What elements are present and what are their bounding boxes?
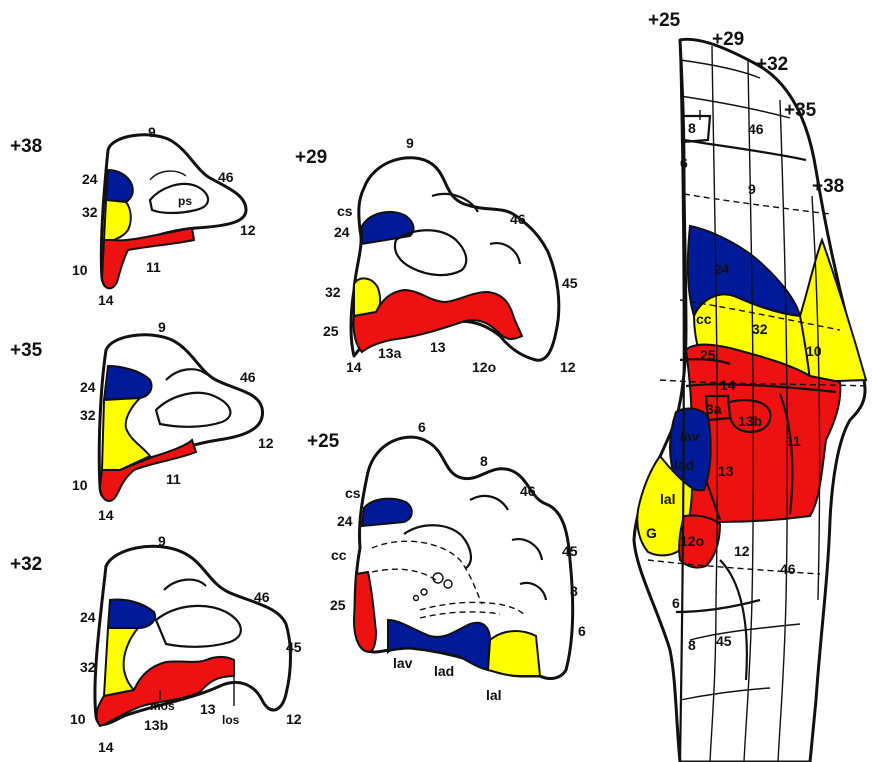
label-9: 9 [158, 533, 166, 549]
section-plus-25: +25 6 8 cs 46 24 45 cc 8 25 6 lav lad la… [307, 419, 586, 703]
level-label: +38 [10, 136, 42, 157]
label-10: 10 [70, 711, 86, 727]
label-11: 11 [166, 471, 181, 487]
label-lad: lad [434, 663, 454, 679]
level-label: +25 [307, 431, 340, 452]
label-6: 6 [672, 595, 680, 611]
level-label-29: +29 [712, 29, 744, 50]
label-45: 45 [562, 543, 578, 559]
label-13a: 13a [378, 345, 402, 361]
label-6: 6 [418, 419, 426, 435]
label-45: 45 [286, 639, 302, 655]
label-12o: 12o [680, 533, 704, 549]
label-lal: lal [660, 491, 676, 507]
label-25: 25 [330, 597, 346, 613]
level-label-25: +25 [648, 10, 681, 31]
label-45: 45 [716, 633, 732, 649]
section-plus-32: +32 9 24 46 45 32 mos 10 13b 13 los 12 1… [10, 533, 302, 755]
section-plus-29: +29 9 cs 24 46 45 32 25 14 13a 13 12o 12 [295, 135, 578, 375]
label-cs: cs [337, 203, 353, 219]
section-plus-38: +38 9 24 46 ps 32 12 10 11 14 [10, 124, 256, 308]
area-24-blue [362, 499, 412, 526]
label-10: 10 [72, 262, 88, 278]
label-32: 32 [82, 204, 98, 220]
label-lad: lad [674, 457, 694, 473]
label-9: 9 [148, 124, 156, 140]
label-12: 12 [286, 711, 302, 727]
label-13b: 13b [144, 717, 168, 733]
label-cs: cs [345, 485, 361, 501]
surface-map: +25 +29 +32 +35 +38 8 46 6 9 24 cc 32 10… [634, 10, 870, 762]
label-46: 46 [218, 169, 234, 185]
level-label-35: +35 [784, 100, 817, 121]
label-32: 32 [752, 321, 768, 337]
label-8: 8 [570, 583, 578, 599]
label-14: 14 [346, 359, 362, 375]
label-46: 46 [748, 121, 764, 137]
label-46: 46 [510, 211, 526, 227]
label-24: 24 [80, 379, 96, 395]
label-12o: 12o [472, 359, 496, 375]
label-6: 6 [680, 155, 688, 171]
label-lal: lal [486, 687, 502, 703]
label-24: 24 [337, 513, 353, 529]
level-label-38: +38 [812, 176, 844, 197]
label-8: 8 [688, 637, 696, 653]
label-25: 25 [323, 323, 339, 339]
label-24: 24 [334, 224, 350, 240]
label-los: los [222, 713, 240, 727]
label-8: 8 [688, 120, 696, 136]
label-13: 13 [200, 701, 216, 717]
label-lav: lav [393, 655, 413, 671]
label-6: 6 [578, 623, 586, 639]
label-13: 13 [430, 339, 446, 355]
label-14: 14 [98, 507, 114, 523]
label-12: 12 [734, 543, 750, 559]
label-11: 11 [786, 433, 801, 449]
label-25: 25 [700, 347, 716, 363]
label-cc: cc [696, 311, 712, 327]
label-9: 9 [158, 319, 166, 335]
label-mos: mos [150, 699, 175, 713]
label-46: 46 [780, 561, 796, 577]
label-46: 46 [240, 369, 256, 385]
label-24: 24 [714, 261, 730, 277]
label-14: 14 [720, 377, 736, 393]
label-32: 32 [80, 407, 96, 423]
label-46: 46 [520, 483, 536, 499]
level-label: +32 [10, 554, 42, 575]
label-14: 14 [98, 292, 114, 308]
label-8: 8 [480, 453, 488, 469]
label-9: 9 [748, 181, 756, 197]
label-13a: 3a [706, 401, 722, 417]
label-12: 12 [258, 435, 274, 451]
label-46: 46 [254, 589, 270, 605]
level-label-32: +32 [756, 54, 788, 75]
label-32: 32 [80, 659, 96, 675]
label-24: 24 [82, 171, 98, 187]
label-G: G [646, 525, 657, 541]
label-13b: 13b [738, 413, 762, 429]
label-32: 32 [325, 284, 341, 300]
section-plus-35: +35 9 24 46 32 12 10 11 14 [10, 319, 274, 523]
label-9: 9 [406, 135, 414, 151]
label-13: 13 [718, 463, 734, 479]
label-12: 12 [240, 222, 256, 238]
label-24: 24 [80, 609, 96, 625]
label-45: 45 [562, 275, 578, 291]
label-10: 10 [72, 477, 88, 493]
label-10: 10 [806, 343, 822, 359]
label-12: 12 [560, 359, 576, 375]
level-label: +35 [10, 340, 43, 361]
label-ps: ps [178, 194, 192, 208]
label-14: 14 [98, 739, 114, 755]
area-lal-yellow [488, 631, 540, 676]
level-label: +29 [295, 147, 327, 168]
label-11: 11 [146, 259, 161, 275]
label-cc: cc [331, 547, 347, 563]
label-lav: lav [680, 428, 700, 444]
